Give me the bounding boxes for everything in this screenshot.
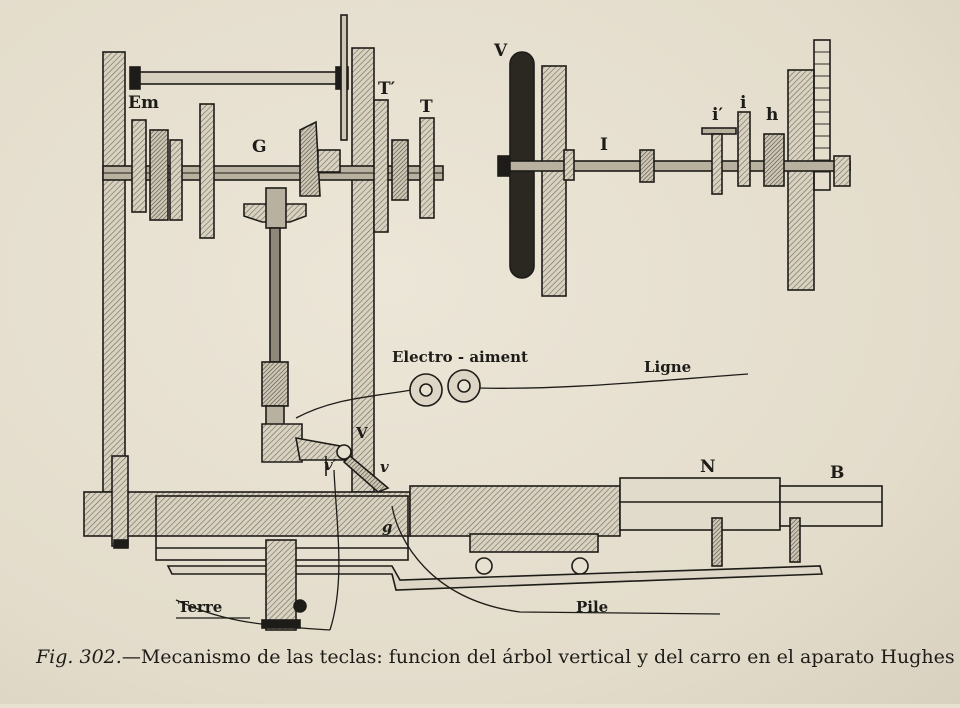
figure-caption: Fig. 302.—Mecanismo de las teclas: funci…: [36, 646, 955, 668]
label-ligne: Ligne: [644, 358, 691, 376]
label-v-wheel: V: [493, 41, 508, 61]
vertical-shaft: [243, 187, 390, 493]
label-pile: Pile: [576, 598, 608, 616]
label-i-shaft: I: [600, 135, 608, 155]
electro-aimant: [409, 369, 481, 407]
label-v-lever: V: [355, 424, 368, 442]
label-electro-aimant: Electro - aiment: [392, 348, 528, 366]
label-h: h: [766, 105, 778, 125]
label-v: v: [380, 458, 389, 476]
left-frame: [102, 14, 375, 493]
right-assembly: [497, 39, 851, 297]
label-b: B: [830, 463, 844, 483]
label-em: Em: [128, 93, 159, 113]
main-shaft-g: [102, 99, 444, 239]
label-t: T: [420, 97, 433, 117]
wiring: [175, 373, 749, 631]
label-g-small: g: [382, 518, 393, 536]
label-i-prime: i′: [712, 105, 723, 125]
caption-text: —Mecanismo de las teclas: funcion del ár…: [121, 646, 955, 668]
label-g: G: [252, 137, 267, 157]
label-terre: Terre: [178, 598, 222, 616]
figure-number: Fig. 302.: [36, 646, 122, 668]
label-n: N: [700, 457, 716, 477]
label-t-prime: T′: [378, 79, 396, 99]
base-carriage: [83, 455, 883, 631]
label-v-prime: v′: [324, 456, 337, 474]
label-i: i: [740, 93, 747, 113]
